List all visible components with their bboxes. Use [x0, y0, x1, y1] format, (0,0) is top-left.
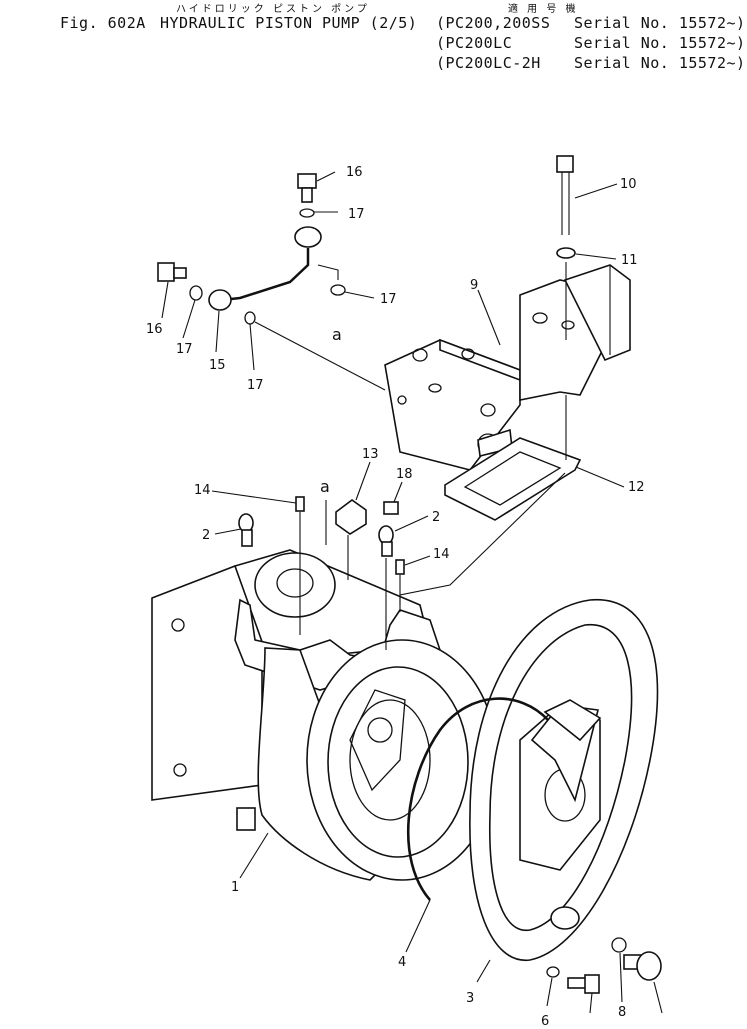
o-ring-8: [611, 937, 627, 953]
callout-17-lower: 17: [247, 378, 264, 393]
callout-16-upper: 16: [346, 165, 363, 180]
callout-14-right: 14: [433, 547, 450, 562]
applicability-row-3: (PC200LC-2H: [436, 54, 541, 72]
bolt-16-lower: [157, 262, 187, 282]
o-ring-17d: [244, 311, 256, 325]
applicability-row-2: (PC200LC: [436, 34, 513, 52]
callout-11: 11: [621, 253, 638, 268]
bolt-10: [556, 155, 574, 235]
callout-2-right: 2: [432, 510, 440, 525]
callout-18: 18: [396, 467, 413, 482]
model-3: PC200LC-2H: [445, 54, 541, 72]
block-13: [335, 499, 367, 535]
plug-cap: [623, 951, 662, 981]
bolt-7: [567, 974, 600, 994]
callout-13: 13: [362, 447, 379, 462]
washer-11: [556, 247, 576, 259]
leader-lines: [161, 171, 663, 1014]
serial-1: Serial No. 15572~): [574, 14, 746, 32]
callout-ref-a-upper: a: [332, 325, 342, 344]
bolt-16-upper: [297, 173, 317, 203]
o-ring-17b: [330, 284, 346, 296]
serial-text-1: Serial No. 15572~: [574, 14, 737, 32]
callout-3: 3: [466, 991, 474, 1006]
pump-housing: [151, 549, 498, 881]
o-ring-large: [406, 697, 549, 901]
tube-15: [208, 226, 322, 311]
pin-14a: [295, 496, 305, 512]
elbow-2-left: [238, 513, 254, 547]
pin-14b: [395, 559, 405, 575]
figure-number: Fig. 602A: [60, 14, 146, 32]
callout-17-right: 17: [380, 292, 397, 307]
callout-9: 9: [470, 278, 478, 293]
figure-title: HYDRAULIC PISTON PUMP (2/5): [160, 14, 418, 32]
katakana-title: ハイドロリック ピストン ポンプ: [176, 4, 370, 15]
serial-3: Serial No. 15572~): [574, 54, 746, 72]
o-ring-17a: [299, 208, 315, 218]
callout-17-upper: 17: [348, 207, 365, 222]
o-ring-17c: [189, 285, 203, 301]
washer-6: [546, 966, 560, 978]
serial-2: Serial No. 15572~): [574, 34, 746, 52]
gasket: [444, 437, 582, 521]
callout-17-left: 17: [176, 342, 193, 357]
callout-ref-a-lower: a: [320, 477, 330, 496]
callout-8: 8: [618, 1005, 626, 1020]
callout-1: 1: [231, 880, 239, 895]
callout-2-left: 2: [202, 528, 210, 543]
callout-6: 6: [541, 1014, 549, 1029]
callout-12: 12: [628, 480, 645, 495]
callout-15: 15: [209, 358, 226, 373]
model-1: PC200,200SS: [445, 14, 551, 32]
serial-text-3: Serial No. 15572~: [574, 54, 737, 72]
callout-4: 4: [398, 955, 406, 970]
applicability-row-1: (PC200,200SS: [436, 14, 551, 32]
end-cover: [469, 599, 659, 961]
elbow-2-right: [378, 525, 394, 557]
applicable-models-jp: 適 用 号 機: [508, 4, 579, 15]
callout-16-lower: 16: [146, 322, 163, 337]
model-2: PC200LC: [445, 34, 513, 52]
callout-14-left: 14: [194, 483, 211, 498]
callout-10: 10: [620, 177, 637, 192]
serial-text-2: Serial No. 15572~: [574, 34, 737, 52]
plug-18: [383, 501, 399, 515]
regulator-assembly: [384, 264, 631, 471]
